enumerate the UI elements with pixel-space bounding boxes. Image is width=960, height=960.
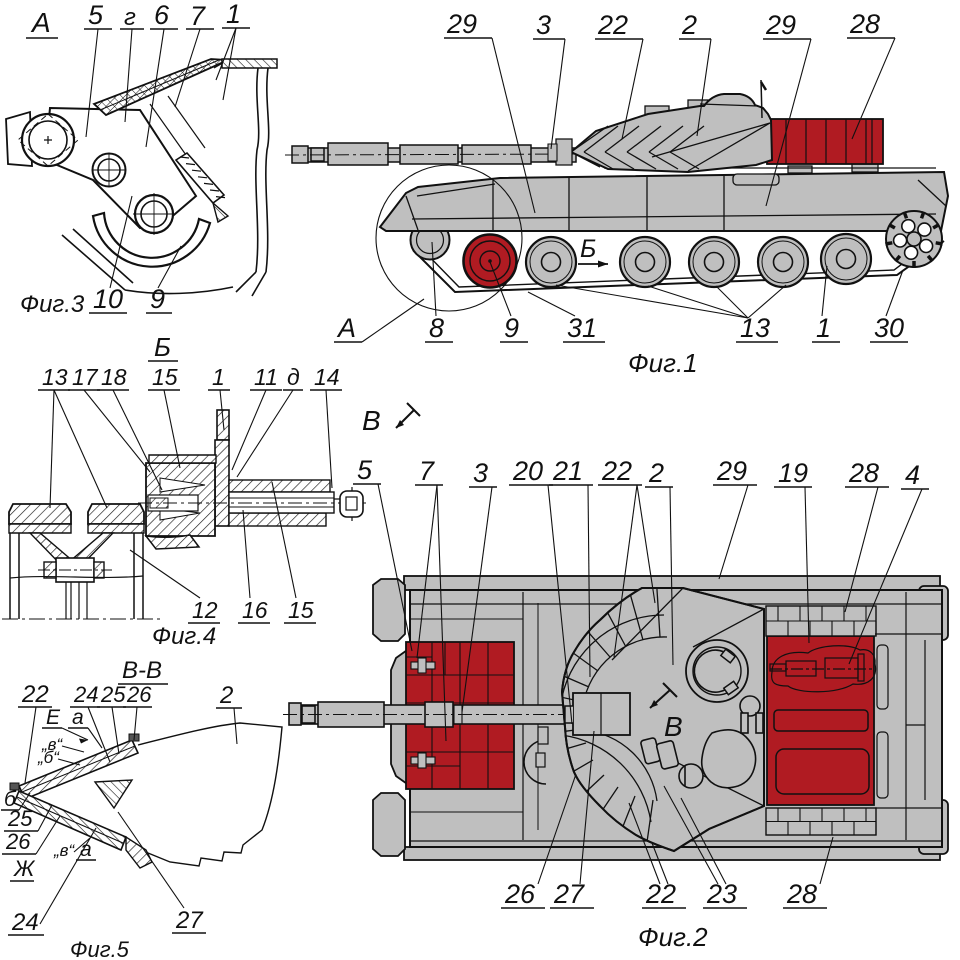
svg-text:5: 5 xyxy=(357,455,373,485)
svg-text:7: 7 xyxy=(419,456,435,486)
svg-text:В: В xyxy=(362,405,381,436)
svg-text:7: 7 xyxy=(190,1,206,31)
svg-text:А: А xyxy=(30,7,51,38)
svg-text:В-В: В-В xyxy=(122,657,162,684)
svg-text:Фиг.2: Фиг.2 xyxy=(638,922,708,952)
svg-text:2: 2 xyxy=(648,458,664,488)
svg-text:26: 26 xyxy=(504,879,536,909)
svg-text:16: 16 xyxy=(242,597,268,623)
svg-text:9: 9 xyxy=(150,284,165,314)
svg-text:Фиг.3: Фиг.3 xyxy=(20,291,85,318)
svg-text:12: 12 xyxy=(192,597,218,623)
svg-text:„в“: „в“ xyxy=(53,841,76,860)
svg-text:22: 22 xyxy=(601,456,632,486)
svg-text:29: 29 xyxy=(446,9,477,39)
svg-text:В: В xyxy=(664,711,683,742)
svg-text:26: 26 xyxy=(126,682,152,707)
svg-text:17: 17 xyxy=(72,364,99,390)
svg-text:1: 1 xyxy=(226,0,241,29)
svg-text:а: а xyxy=(72,706,84,729)
svg-text:21: 21 xyxy=(552,456,583,486)
svg-text:5: 5 xyxy=(88,0,104,30)
svg-text:8: 8 xyxy=(429,313,444,343)
svg-text:Фиг.1: Фиг.1 xyxy=(628,348,698,378)
svg-text:28: 28 xyxy=(786,879,817,909)
svg-text:15: 15 xyxy=(288,597,314,623)
svg-text:20: 20 xyxy=(512,456,543,486)
svg-text:Е: Е xyxy=(46,706,61,729)
svg-text:6: 6 xyxy=(154,0,170,30)
svg-text:2: 2 xyxy=(219,682,233,709)
svg-text:23: 23 xyxy=(706,879,737,909)
svg-text:1: 1 xyxy=(816,313,831,343)
svg-text:24: 24 xyxy=(11,909,39,936)
svg-text:Б: Б xyxy=(580,235,596,263)
svg-text:29: 29 xyxy=(716,456,747,486)
svg-text:Ж: Ж xyxy=(13,856,36,881)
svg-text:Фиг.5: Фиг.5 xyxy=(70,937,130,960)
svg-text:3: 3 xyxy=(473,458,488,488)
svg-text:4: 4 xyxy=(905,460,920,490)
svg-text:9: 9 xyxy=(504,313,519,343)
svg-text:14: 14 xyxy=(314,364,340,390)
svg-text:„в“: „в“ xyxy=(41,735,64,754)
svg-text:25: 25 xyxy=(7,806,33,831)
svg-text:Фиг.4: Фиг.4 xyxy=(152,623,216,650)
svg-text:„б“: „б“ xyxy=(37,748,60,767)
svg-text:а: а xyxy=(80,838,92,861)
svg-text:25: 25 xyxy=(100,682,126,707)
svg-text:2: 2 xyxy=(681,10,697,40)
svg-text:22: 22 xyxy=(21,681,49,708)
svg-text:б: б xyxy=(4,788,17,811)
svg-text:13: 13 xyxy=(42,364,68,390)
svg-text:18: 18 xyxy=(101,364,127,390)
svg-text:28: 28 xyxy=(848,458,879,488)
svg-text:19: 19 xyxy=(778,458,808,488)
svg-text:22: 22 xyxy=(645,879,676,909)
svg-text:29: 29 xyxy=(765,10,796,40)
svg-text:11: 11 xyxy=(254,364,278,390)
svg-text:Б: Б xyxy=(154,332,171,362)
svg-text:А: А xyxy=(336,313,356,343)
svg-text:28: 28 xyxy=(849,9,880,39)
svg-text:22: 22 xyxy=(597,10,628,40)
svg-text:1: 1 xyxy=(212,364,225,390)
svg-text:10: 10 xyxy=(93,284,123,314)
svg-text:27: 27 xyxy=(175,907,204,934)
svg-text:26: 26 xyxy=(5,829,31,854)
svg-text:27: 27 xyxy=(553,879,585,909)
svg-text:г: г xyxy=(124,4,136,31)
svg-text:15: 15 xyxy=(152,364,178,390)
svg-text:31: 31 xyxy=(567,313,597,343)
svg-text:3: 3 xyxy=(536,10,551,40)
svg-text:24: 24 xyxy=(73,682,98,707)
svg-text:д: д xyxy=(287,364,300,390)
svg-text:30: 30 xyxy=(874,313,904,343)
